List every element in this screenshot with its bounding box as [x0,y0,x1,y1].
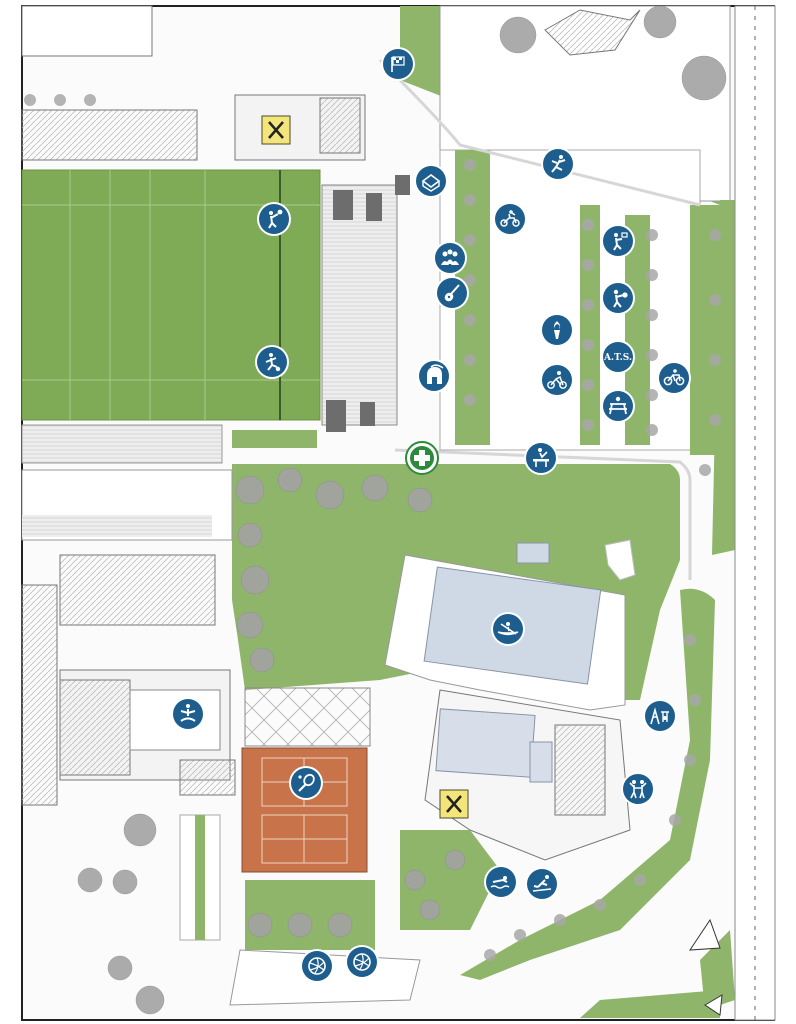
cyclist-icon[interactable] [540,363,574,397]
marker-glyph [551,155,566,173]
marker-glyph [427,364,444,384]
fork-knife-icon[interactable] [261,115,291,145]
high-jump-icon[interactable] [541,147,575,181]
tennis-icon[interactable] [289,766,323,800]
marker-glyph [268,209,283,229]
markers-layer: A.T.S. [171,47,691,983]
marker-glyph [298,773,315,792]
marker-glyph [650,707,669,725]
marker-glyph [553,321,561,339]
marker-label: A.T.S. [603,353,632,363]
tree-cluster [77,5,727,1015]
playground-icon[interactable] [643,699,677,733]
group-icon[interactable] [433,241,467,275]
marker-glyph [500,210,520,227]
torch-icon[interactable] [540,313,574,347]
guitar-icon[interactable] [435,276,469,310]
spartan-helmet-icon[interactable] [417,359,451,393]
diver-icon[interactable] [525,867,559,901]
marker-glyph [547,371,567,389]
grandstand [321,184,398,426]
marker-glyph [391,56,405,72]
marker-glyph [613,232,628,251]
fork-knife-icon[interactable] [439,789,469,819]
marker-glyph [421,174,441,192]
marker-glyph [490,876,510,889]
motorcycle-icon[interactable] [493,202,527,236]
marker-glyph [444,284,460,302]
marker-glyph [441,249,459,265]
soccer-icon[interactable] [255,345,289,379]
volleyball-icon[interactable] [345,945,379,979]
marker-glyph [663,369,685,386]
picnic-table-icon[interactable] [601,389,635,423]
gymnast-icon[interactable] [524,441,558,475]
marker-glyph [353,953,371,971]
dance-icon[interactable] [621,772,655,806]
yoga-icon[interactable] [171,697,205,731]
main-road [734,5,776,1021]
marker-glyph [308,957,326,975]
first-aid-cross-icon[interactable] [405,441,439,475]
bicycle-icon[interactable] [657,361,691,395]
marker-glyph [533,448,549,467]
canoe-icon[interactable] [491,612,525,646]
swimmer-icon[interactable] [484,865,518,899]
marker-glyph [532,875,552,892]
marker-glyph [629,780,647,799]
marker-glyph [609,396,627,415]
boxer-icon[interactable] [601,281,635,315]
indoor-pool [435,708,536,778]
checkered-flag-icon[interactable] [381,47,415,81]
volleyball-icon[interactable] [300,949,334,983]
marker-glyph [613,289,628,308]
boxing-ring-icon[interactable] [414,164,448,198]
lattice-canopy [244,687,371,747]
marker-glyph [180,704,196,722]
basketball-icon[interactable] [601,224,635,258]
marker-glyph [265,353,281,372]
volleyball-player-icon[interactable] [257,202,291,236]
ats-badge-icon[interactable]: A.T.S. [601,340,635,374]
marker-glyph [497,622,519,636]
